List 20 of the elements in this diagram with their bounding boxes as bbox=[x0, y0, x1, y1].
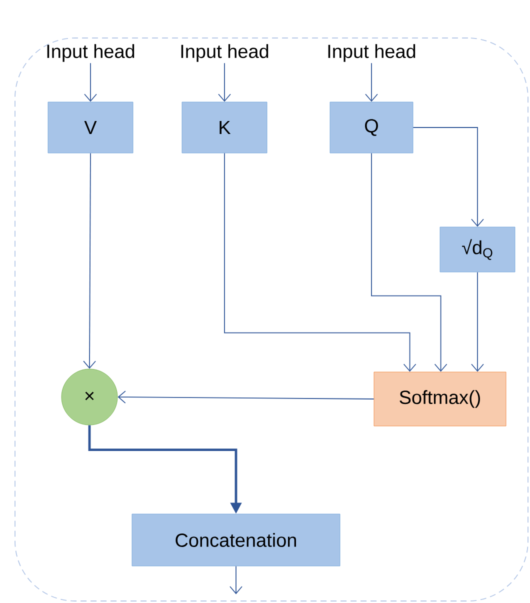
process-box: V bbox=[48, 102, 134, 154]
arrow bbox=[371, 152, 448, 372]
dashed-frame bbox=[14, 38, 528, 602]
process-box: Concatenation bbox=[132, 514, 340, 566]
arrow bbox=[118, 390, 374, 404]
process-box: √d$_{Q}$ bbox=[440, 226, 516, 272]
input-label: Input head bbox=[181, 44, 268, 62]
arrow bbox=[412, 127, 484, 227]
arrow bbox=[84, 62, 97, 102]
arrow bbox=[365, 62, 378, 102]
arrow bbox=[471, 272, 484, 372]
arrow bbox=[230, 566, 242, 594]
arrow bbox=[83, 152, 96, 369]
input-label: Input head bbox=[47, 44, 134, 62]
input-label: Input head bbox=[328, 44, 416, 62]
arrow bbox=[218, 62, 231, 102]
arrow bbox=[224, 152, 416, 372]
process-box: K bbox=[182, 102, 268, 154]
process-box: Q bbox=[330, 102, 414, 154]
softmax-box: Softmax() bbox=[374, 372, 506, 426]
